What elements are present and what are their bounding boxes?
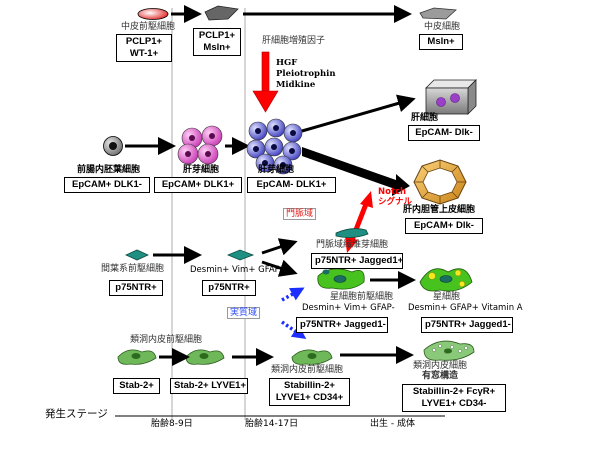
marker-box-p75-b: p75NTR+ xyxy=(202,280,256,296)
sinusoidal-endothelial-cell-icon xyxy=(423,340,475,361)
stellate-progenitor-label: 星細胞前駆細胞 xyxy=(330,292,394,302)
marker-box-cholangiocyte: EpCAM+ Dlk- xyxy=(405,218,483,234)
endothelial-progenitor-cell-3-icon xyxy=(291,349,333,365)
growth-factor-arrow-head xyxy=(252,90,279,113)
marker-box-p75-a: p75NTR+ xyxy=(109,280,163,296)
mesothelial-cell-icon xyxy=(419,7,457,20)
stage-label-3: 出生 - 成体 xyxy=(370,419,415,429)
mesenchymal-cell-icon xyxy=(226,249,255,261)
marker-line: LYVE1+ CD34- xyxy=(421,398,487,409)
marker-line: LYVE1+ CD34+ xyxy=(275,392,344,403)
endo-label-line: 類洞内皮細胞 xyxy=(413,361,468,371)
portal-fibroblast-label: 門脈域繊維芽細胞 xyxy=(316,240,389,250)
marker-box-msln: Msln+ xyxy=(419,34,463,50)
parenchymal-region-label: 実質域 xyxy=(227,307,261,320)
blue-arrow-lower xyxy=(280,320,307,340)
marker-line: Msln+ xyxy=(203,42,231,53)
mesothelial-progenitor-cell-icon xyxy=(137,8,169,20)
portal-fibroblast-cell-icon xyxy=(335,228,369,238)
cholangiocyte-ring-icon xyxy=(413,159,467,205)
notch-line: Notch xyxy=(378,187,407,197)
marker-line: Stabillin-2+ FcγR+ xyxy=(412,386,496,397)
growth-factor-arrow-shaft xyxy=(261,51,270,93)
hepatoblast-label-2: 肝芽細胞 xyxy=(258,165,295,175)
marker-box-epcam-dlk1-c: EpCAM- DLK1+ xyxy=(247,177,336,193)
mesothelial-cell-label: 中皮細胞 xyxy=(424,22,461,32)
timeline-axis-label: 発生ステージ xyxy=(45,408,108,420)
sinusoidal-endothelial-label: 類洞内皮細胞 有窓構造 xyxy=(413,361,467,381)
notch-line: シグナル xyxy=(378,197,413,207)
endo-label-line: 有窓構造 xyxy=(422,371,459,381)
stellate-progenitor-cell-icon xyxy=(317,268,365,290)
growth-factor-item: Midkine xyxy=(276,80,316,90)
marker-line: Stabillin-2+ xyxy=(284,380,335,391)
arrow-to-stellate-progenitor xyxy=(261,259,298,277)
growth-factor-list: HGF Pleiotrophin Midkine xyxy=(276,58,336,91)
marker-box-epcam-dlk1-b: EpCAM+ DLK1+ xyxy=(154,177,242,193)
growth-factor-item: Pleiotrophin xyxy=(276,69,336,79)
growth-factor-title: 肝細胞増殖因子 xyxy=(262,36,326,46)
mesenchymal-progenitor-label: 間葉系前駆細胞 xyxy=(101,264,165,274)
marker-box-p75-jagged-neg-2: p75NTR+ Jagged1- xyxy=(421,317,513,333)
pclp1-msln-cell-icon xyxy=(204,5,239,21)
sinusoidal-progenitor-label-2: 類洞内皮前駆細胞 xyxy=(271,365,344,375)
marker-box-stabilin-fcr: Stabillin-2+ FcγR+ LYVE1+ CD34- xyxy=(402,384,506,412)
foregut-nucleus-icon xyxy=(109,142,117,150)
portal-region-label: 門脈域 xyxy=(283,208,317,221)
endothelial-progenitor-cell-1-icon xyxy=(117,349,157,365)
stellate-cell-label: 星細胞 xyxy=(433,292,461,302)
arrow-to-cholangiocyte xyxy=(302,147,410,196)
desmin-vim-gfap-label-1: Desmin+ Vim+ GFAP- xyxy=(190,265,283,275)
marker-line: PCLP1+ xyxy=(198,30,236,41)
hepatoblast-cluster-blue-icon xyxy=(246,118,303,175)
notch-signal-label: Notch シグナル xyxy=(378,187,412,207)
arrow-to-portal-fibroblast xyxy=(261,238,298,256)
foregut-endoderm-label: 前腸内胚葉細胞 xyxy=(77,165,141,175)
stage-label-2: 胎齢14-17日 xyxy=(245,419,299,429)
blue-arrow-upper xyxy=(281,287,305,302)
cholangiocyte-label: 肝内胆管上皮細胞 xyxy=(403,205,476,215)
hepatocyte-cell-icon xyxy=(425,79,477,115)
marker-box-pclp1-wt1: PCLP1+ WT-1+ xyxy=(116,34,172,62)
mesothelial-progenitor-label: 中皮前駆細胞 xyxy=(121,22,176,32)
marker-box-hepatocyte: EpCAM- Dlk- xyxy=(408,125,480,141)
stellate-markers-label: Desmin+ GFAP+ Vitamin A xyxy=(408,303,523,313)
marker-box-p75-jagged-pos: p75NTR+ Jagged1+ xyxy=(311,253,403,269)
hepatoblast-cluster-pink-icon xyxy=(177,125,223,165)
marker-box-stabilin-lyve1: Stabillin-2+ LYVE1+ CD34+ xyxy=(269,378,350,406)
marker-box-epcam-dlk1-a: EpCAM+ DLK1- xyxy=(64,177,150,193)
marker-box-p75-jagged-neg-1: p75NTR+ Jagged1- xyxy=(296,317,388,333)
endothelial-progenitor-cell-2-icon xyxy=(185,349,225,365)
marker-box-stab2-lyve1: Stab-2+ LYVE1+ xyxy=(170,378,248,394)
stage-label-1: 胎齢8-9日 xyxy=(151,419,193,429)
hepatoblast-label-1: 肝芽細胞 xyxy=(183,165,220,175)
stellate-cell-icon xyxy=(419,268,473,292)
arrow-to-hepatocyte xyxy=(301,94,416,133)
mesenchymal-progenitor-cell-icon xyxy=(125,249,149,261)
marker-line: PCLP1+ xyxy=(125,36,163,47)
sinusoidal-progenitor-label-1: 類洞内皮前駆細胞 xyxy=(130,335,203,345)
growth-factor-item: HGF xyxy=(276,58,298,68)
marker-box-pclp1-msln: PCLP1+ Msln+ xyxy=(193,28,241,56)
desmin-vim-gfap-label-2: Desmin+ Vim+ GFAP- xyxy=(302,303,395,313)
marker-box-stab2: Stab-2+ xyxy=(113,378,160,394)
marker-line: WT-1+ xyxy=(129,48,159,59)
hepatocyte-label: 肝細胞 xyxy=(411,113,439,123)
